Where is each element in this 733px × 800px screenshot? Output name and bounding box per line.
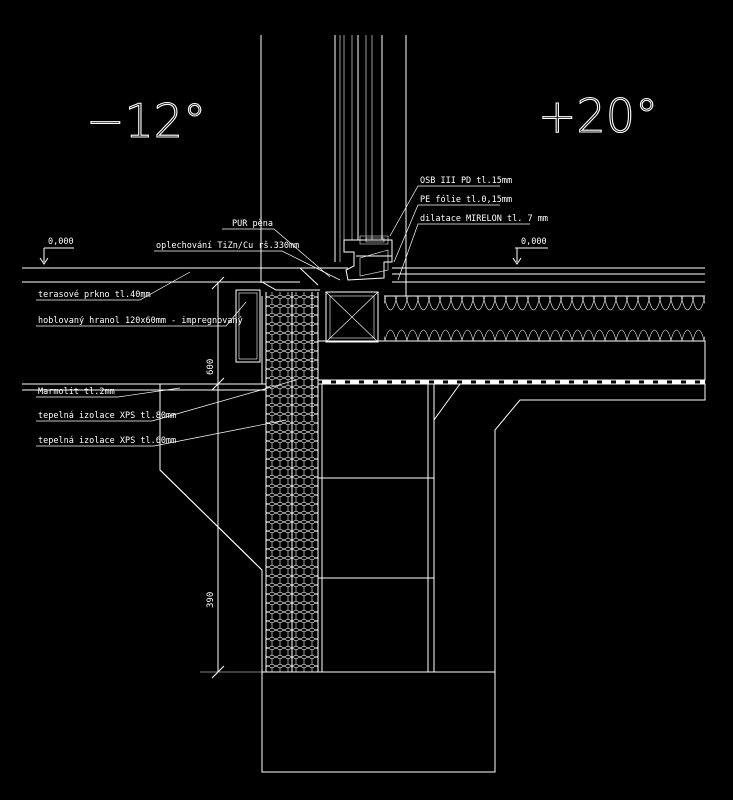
marmolit-layer (22, 296, 266, 391)
gravel-fill (433, 383, 706, 673)
level-left-label: 0,000 (48, 237, 74, 247)
label-pur: PUR pěna (232, 219, 273, 229)
label-pe-foil: PE fólie tl.0,15mm (420, 194, 512, 205)
outside-temperature: −12° (86, 94, 206, 148)
level-right-label: 0,000 (521, 237, 547, 247)
window-frame (260, 35, 407, 296)
inside-temperature: +20° (538, 89, 658, 143)
label-hranol: hoblovaný hranol 120x60mm - impregnovaný (38, 316, 243, 326)
dimension-chain: 600 390 (200, 276, 262, 679)
foundation-wall (317, 383, 435, 673)
annotations: OSB III PD tl.15mm PE fólie tl.0,15mm di… (38, 176, 548, 446)
terrace-board (22, 267, 348, 291)
label-osb: OSB III PD tl.15mm (420, 176, 512, 186)
dimension-390: 390 (206, 592, 216, 608)
label-dilatace: dilatace MIRELON tl. 7 mm (420, 214, 548, 224)
dimension-600: 600 (206, 359, 216, 375)
xps-insulation (265, 292, 319, 672)
label-xps80: tepelná izolace XPS tl.80mm (38, 411, 176, 421)
label-oplechovani: oplechování TiZn/Cu rš.330mm (156, 240, 299, 251)
leader-lines (36, 185, 530, 447)
label-xps60: tepelná izolace XPS tl.60mm (38, 436, 176, 446)
level-mark-right: 0,000 (512, 237, 548, 265)
wood-beam (325, 291, 379, 343)
label-marmolit: Marmolit tl.2mm (38, 387, 115, 397)
label-terasove: terasové prkno tl.40mm (38, 289, 151, 300)
level-mark-left: 0,000 (39, 237, 74, 265)
wood-prism-120x60 (235, 289, 261, 363)
interior-floor (317, 267, 706, 385)
footing (261, 671, 496, 773)
